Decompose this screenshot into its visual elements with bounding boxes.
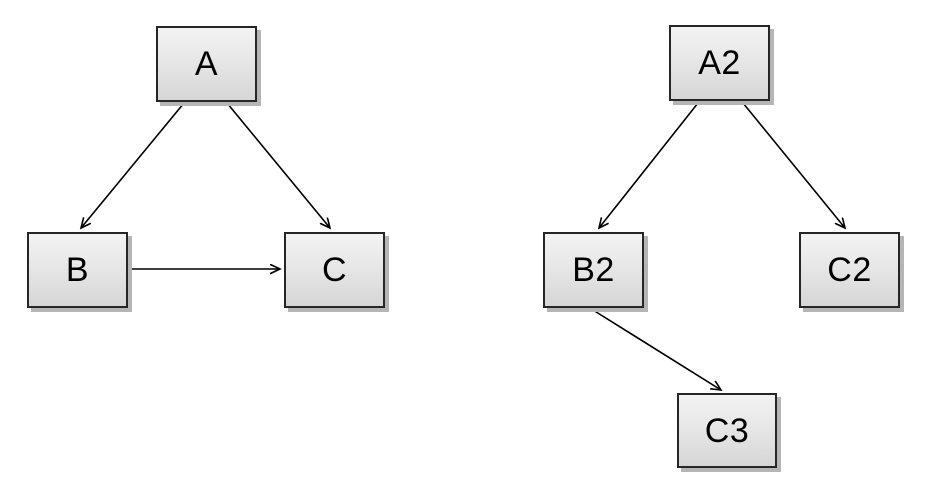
edge-A2-C2 bbox=[742, 102, 845, 228]
edge-A2-B2 bbox=[599, 102, 699, 228]
edge-A-C bbox=[226, 102, 330, 228]
node-label-C2: C2 bbox=[827, 251, 872, 289]
node-B[interactable]: B bbox=[27, 232, 128, 308]
node-label-C3: C3 bbox=[704, 411, 750, 450]
edges-group bbox=[81, 102, 845, 390]
node-C2[interactable]: C2 bbox=[799, 232, 900, 308]
node-label-A2: A2 bbox=[698, 44, 741, 82]
edge-A-B bbox=[81, 102, 185, 228]
node-label-B2: B2 bbox=[572, 251, 615, 289]
node-A2[interactable]: A2 bbox=[669, 25, 770, 101]
node-label-A: A bbox=[194, 45, 219, 83]
edge-B2-C3 bbox=[592, 309, 721, 390]
node-A[interactable]: A bbox=[156, 26, 257, 102]
node-C3[interactable]: C3 bbox=[677, 393, 777, 468]
node-C[interactable]: C bbox=[284, 232, 385, 308]
node-B2[interactable]: B2 bbox=[543, 232, 644, 308]
node-label-B: B bbox=[65, 251, 90, 289]
node-label-C: C bbox=[321, 251, 348, 289]
